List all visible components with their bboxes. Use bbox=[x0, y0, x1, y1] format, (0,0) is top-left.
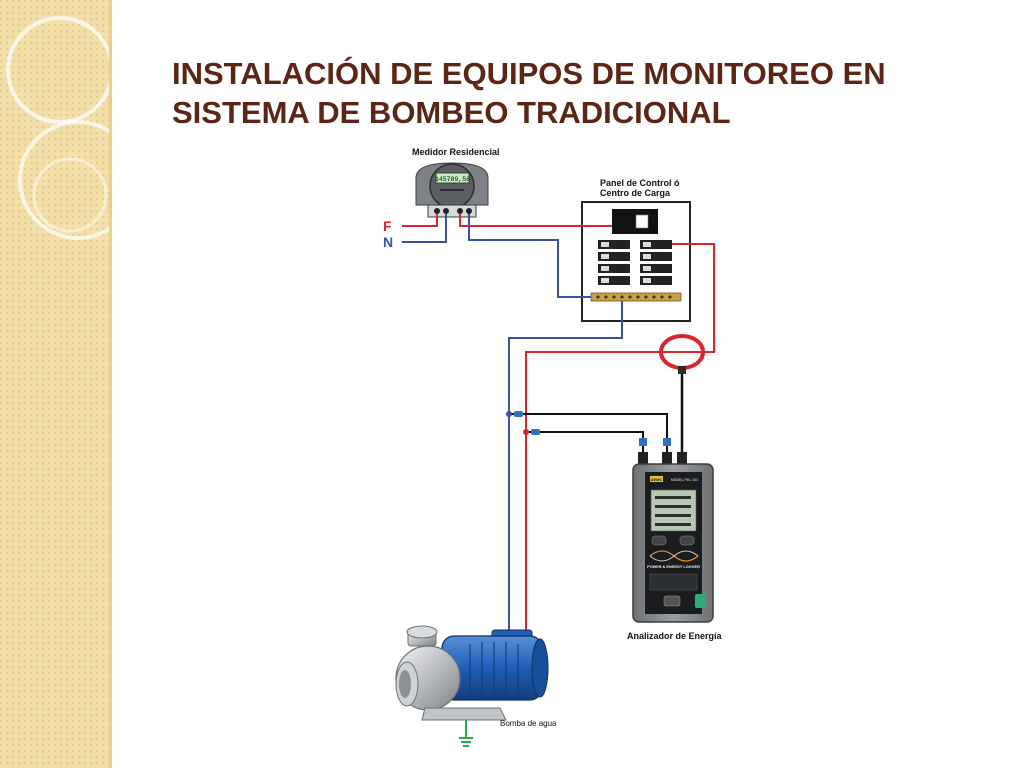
branch-breakers bbox=[598, 240, 672, 285]
meter-scale bbox=[440, 189, 464, 191]
lead-connector bbox=[663, 438, 671, 446]
voltage-lead-phase bbox=[526, 431, 644, 455]
waveform-graphic bbox=[649, 550, 699, 562]
decorative-ring bbox=[18, 120, 112, 240]
analyzer-jack bbox=[638, 452, 648, 466]
bus-bar-screws bbox=[596, 295, 672, 299]
analyzer-logo bbox=[650, 476, 663, 482]
analyzer-power-button[interactable] bbox=[695, 594, 706, 608]
lead-connector bbox=[639, 438, 647, 446]
ground-symbol bbox=[459, 720, 473, 747]
analyzer-jack bbox=[677, 452, 687, 466]
pump-label: Bomba de agua bbox=[500, 719, 557, 728]
phase-wire-to-panel bbox=[459, 214, 612, 227]
control-panel: Panel de Control ó Centro de Carga bbox=[581, 178, 691, 322]
lcd-segments bbox=[655, 496, 691, 526]
decorative-ring bbox=[32, 157, 108, 233]
analyzer-status-panel bbox=[649, 573, 698, 591]
phase-label: F bbox=[383, 218, 392, 234]
meter-terminal bbox=[434, 208, 440, 214]
pump-outlet-flange bbox=[406, 625, 438, 639]
lead-clip bbox=[514, 411, 523, 417]
decorative-rings bbox=[6, 16, 112, 240]
meter-reading: 145789,56 bbox=[435, 176, 470, 183]
energy-analyzer: AEMC MODEL PEL 103 POWER & ENERGY LOGGER… bbox=[627, 452, 723, 641]
meter-terminal bbox=[466, 208, 472, 214]
analyzer-port bbox=[663, 595, 681, 607]
junction-neutral bbox=[506, 411, 512, 417]
wiring bbox=[402, 214, 715, 636]
current-clamp bbox=[659, 334, 705, 374]
meter-label: Medidor Residencial bbox=[412, 147, 500, 157]
analyzer-model: MODEL PEL 103 bbox=[671, 478, 698, 482]
meter-terminal bbox=[443, 208, 449, 214]
neutral-wire-to-bus bbox=[468, 214, 591, 298]
main-breaker-switch bbox=[635, 214, 649, 229]
analyzer-brand: AEMC bbox=[651, 477, 663, 482]
motor-fins bbox=[469, 642, 519, 696]
neutral-label: N bbox=[383, 234, 393, 250]
meter-display bbox=[435, 172, 470, 184]
neutral-wire-to-pump bbox=[508, 301, 623, 636]
main-breaker bbox=[612, 209, 658, 234]
panel-label-line-1: Panel de Control ó bbox=[600, 178, 680, 188]
analyzer-button[interactable] bbox=[679, 535, 695, 546]
meter-dial bbox=[429, 163, 475, 209]
decorative-side-band bbox=[0, 0, 112, 768]
pump-base bbox=[421, 707, 507, 721]
slide-title-line-2: SISTEMA DE BOMBEO TRADICIONAL bbox=[172, 95, 731, 130]
analyzer-label: Analizador de Energía bbox=[627, 631, 723, 641]
analyzer-product-name: POWER & ENERGY LOGGER bbox=[647, 565, 700, 569]
junction-phase bbox=[523, 429, 529, 435]
energy-meter: Medidor Residencial 145789,56 bbox=[412, 147, 500, 218]
panel-label-line-2: Centro de Carga bbox=[600, 188, 671, 198]
slide-title: INSTALACIÓN DE EQUIPOS DE MONITOREO EN S… bbox=[172, 54, 992, 132]
meter-terminal-block bbox=[427, 204, 477, 218]
meter-terminal bbox=[457, 208, 463, 214]
analyzer-button[interactable] bbox=[651, 535, 667, 546]
decorative-ring bbox=[6, 16, 112, 124]
analyzer-jack bbox=[662, 452, 672, 466]
water-pump: Bomba de agua bbox=[395, 625, 557, 747]
phase-wire-to-pump bbox=[525, 243, 715, 636]
motor-end-cap bbox=[531, 638, 549, 698]
pump-inlet-opening bbox=[399, 670, 411, 698]
neutral-wire-supply bbox=[402, 214, 447, 243]
slide-title-line-1: INSTALACIÓN DE EQUIPOS DE MONITOREO EN bbox=[172, 56, 886, 91]
lead-clip bbox=[531, 429, 540, 435]
phase-wire-supply bbox=[402, 214, 438, 227]
